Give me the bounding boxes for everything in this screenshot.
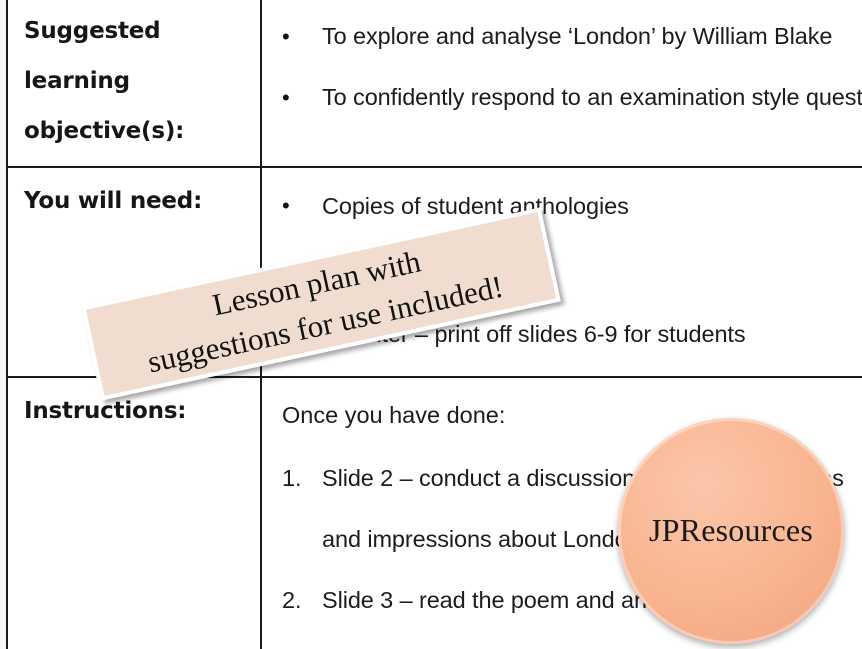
instructions-intro-text: Once you have done:	[282, 402, 506, 428]
row-label-objectives: Suggested learning objective(s):	[8, 0, 260, 166]
list-item: To explore and analyse ‘London’ by Willi…	[262, 6, 862, 67]
row-label-objectives-line-2: learning	[24, 68, 130, 94]
row-label-instructions-line-1: Instructions:	[24, 398, 187, 424]
row-label-objectives-line-1: Suggested	[24, 18, 161, 44]
row-label-you-will-need: You will need:	[8, 168, 260, 236]
watermark-badge: JPResources	[618, 418, 844, 644]
row-label-you-will-need-line-1: You will need:	[24, 188, 203, 214]
row-label-cell-instructions: Instructions:	[6, 376, 262, 649]
watermark-badge-label: JPResources	[649, 511, 813, 548]
table-row-objectives: Suggested learning objective(s): To expl…	[6, 0, 862, 168]
row-body-cell-objectives: To explore and analyse ‘London’ by Willi…	[260, 0, 862, 168]
row-label-instructions: Instructions:	[8, 378, 260, 446]
row-label-objectives-line-3: objective(s):	[24, 118, 185, 144]
list-item: Copies of student anthologies	[262, 174, 862, 238]
list-item: To confidently respond to an examination…	[262, 67, 862, 128]
lesson-plan-table: Suggested learning objective(s): To expl…	[6, 0, 862, 649]
objectives-bullet-list: To explore and analyse ‘London’ by Willi…	[262, 0, 862, 134]
row-label-cell-objectives: Suggested learning objective(s):	[6, 0, 262, 168]
